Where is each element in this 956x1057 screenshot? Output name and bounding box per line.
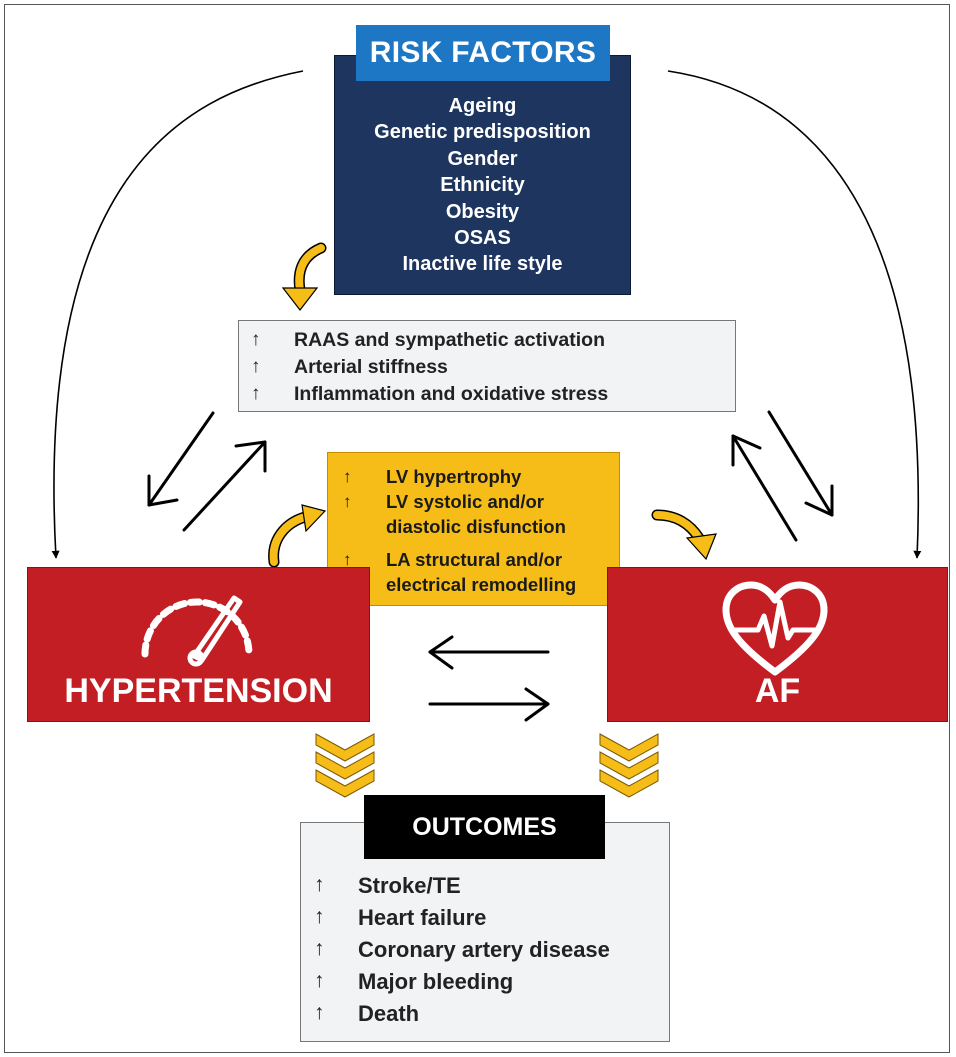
up-arrow-icon: ↑ [343, 467, 352, 486]
heart-ecg-icon [722, 581, 828, 676]
up-arrow-icon: ↑ [251, 356, 261, 377]
up-arrow-icon: ↑ [251, 329, 261, 350]
bidirectional-arrow-right [731, 410, 834, 542]
outcome-label: Heart failure [358, 905, 487, 930]
hypertension-box [27, 567, 370, 722]
chevrons-hypertension-to-outcomes [315, 733, 375, 798]
risk-factors-title: RISK FACTORS [356, 25, 610, 81]
yellow-curved-arrow-top [281, 242, 327, 311]
mechanism-label: RAAS and sympathetic activation [294, 329, 605, 351]
outcome-label: Major bleeding [358, 969, 514, 994]
risk-factor-item: Ageing [448, 95, 517, 117]
mechanisms-box: ↑ RAAS and sympathetic activation ↑ Arte… [238, 320, 736, 412]
risk-factor-item: Inactive life style [402, 253, 563, 276]
risk-factor-item: OSAS [454, 227, 511, 250]
cardiac-change-label: LV hypertrophy [386, 466, 522, 487]
up-arrow-icon: ↑ [343, 492, 352, 511]
up-arrow-icon: ↑ [314, 969, 325, 992]
up-arrow-icon: ↑ [314, 905, 325, 928]
mechanism-label: Arterial stiffness [294, 356, 448, 378]
risk-factors-list: Ageing Genetic predisposition Gender Eth… [334, 93, 631, 278]
yellow-curved-arrow-right [651, 509, 717, 561]
cardiac-change-label: LA structural and/or [386, 549, 563, 570]
figure-frame [4, 4, 950, 1053]
up-arrow-icon: ↑ [343, 550, 352, 569]
hypertension-label: HYPERTENSION [64, 672, 333, 710]
horizontal-bidirectional-arrows [428, 635, 550, 722]
risk-factor-item: Genetic predisposition [374, 121, 591, 144]
risk-factors-box [334, 55, 631, 295]
cardiac-changes-box: ↑ LV hypertrophy ↑ LV systolic and/or di… [327, 452, 620, 606]
outcome-label: Stroke/TE [358, 873, 461, 898]
outcome-label: Coronary artery disease [358, 937, 610, 962]
curve-arrow-to-af [667, 70, 922, 559]
curve-arrow-to-hypertension [51, 70, 304, 559]
risk-factor-item: Ethnicity [440, 174, 525, 197]
bidirectional-arrow-left [147, 411, 267, 532]
outcome-label: Death [358, 1001, 420, 1026]
speedometer-icon [141, 595, 253, 667]
cardiac-change-label: electrical remodelling [386, 574, 577, 595]
risk-factor-item: Obesity [445, 200, 520, 223]
chevrons-af-to-outcomes [599, 733, 659, 798]
up-arrow-icon: ↑ [251, 383, 261, 404]
af-label: AF [754, 672, 801, 710]
risk-factor-item: Gender [447, 147, 518, 170]
up-arrow-icon: ↑ [314, 1001, 325, 1024]
cardiac-change-label: diastolic disfunction [386, 516, 566, 537]
cardiac-change-label: LV systolic and/or [386, 491, 544, 512]
up-arrow-icon: ↑ [314, 937, 325, 960]
up-arrow-icon: ↑ [314, 873, 325, 896]
yellow-curved-arrow-left [268, 504, 327, 568]
outcomes-title: OUTCOMES [364, 795, 605, 859]
mechanism-label: Inflammation and oxidative stress [294, 383, 609, 405]
